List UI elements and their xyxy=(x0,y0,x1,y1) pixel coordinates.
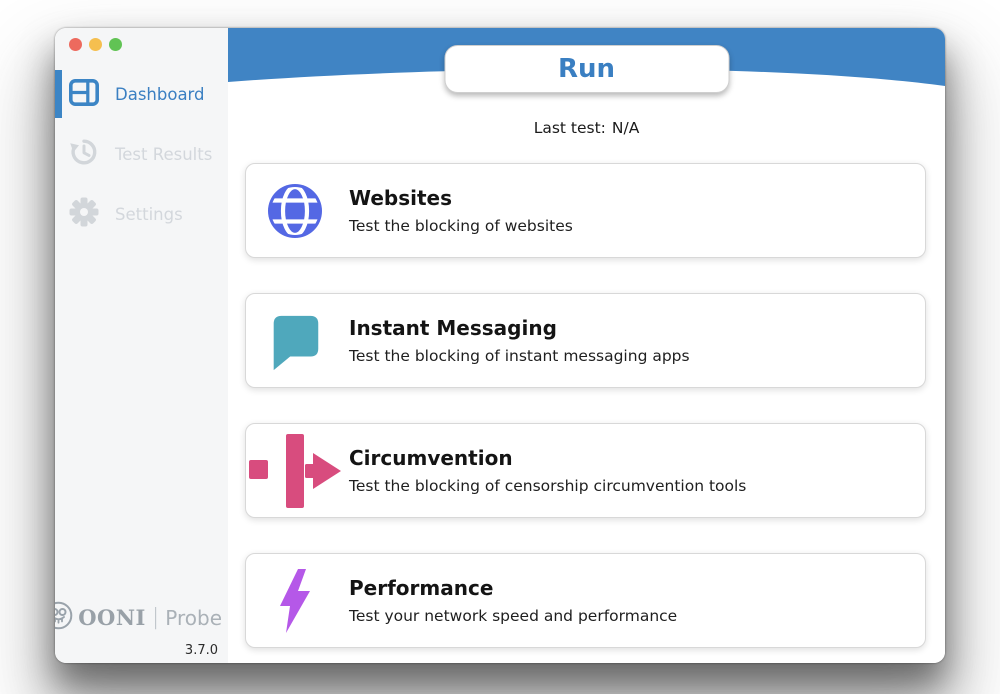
card-title: Websites xyxy=(349,186,453,210)
sidebar-item-label: Dashboard xyxy=(115,84,205,104)
card-description: Test the blocking of censorship circumve… xyxy=(349,477,747,495)
sidebar-item-test-results[interactable]: Test Results xyxy=(55,130,228,178)
app-version: 3.7.0 xyxy=(184,643,218,658)
app-window: Dashboard Test Results xyxy=(55,28,945,663)
sidebar: Dashboard Test Results xyxy=(55,28,228,663)
card-title: Circumvention xyxy=(349,446,513,470)
last-test-value: N/A xyxy=(611,119,640,137)
close-button[interactable] xyxy=(69,38,82,51)
chat-bubble-icon xyxy=(263,304,327,378)
sidebar-item-label: Settings xyxy=(115,204,183,224)
circumvention-icon xyxy=(249,433,341,508)
active-indicator xyxy=(55,70,62,118)
lightning-bolt-icon xyxy=(263,564,327,638)
ooni-logo-icon xyxy=(55,601,73,634)
card-instant-messaging[interactable]: Instant Messaging Test the blocking of i… xyxy=(245,293,926,388)
sidebar-item-settings[interactable]: Settings xyxy=(55,190,228,238)
brand-divider: | xyxy=(151,605,160,630)
card-performance[interactable]: Performance Test your network speed and … xyxy=(245,553,926,648)
card-description: Test the blocking of websites xyxy=(349,217,573,235)
dashboard-icon xyxy=(68,78,99,110)
globe-icon xyxy=(263,174,327,248)
run-button[interactable]: Run xyxy=(444,45,729,93)
history-icon xyxy=(69,137,99,171)
brand-name: OONI xyxy=(78,605,146,630)
brand-block: OONI | Probe 3.7.0 xyxy=(55,601,228,663)
card-websites[interactable]: Websites Test the blocking of websites xyxy=(245,163,926,258)
sidebar-nav: Dashboard Test Results xyxy=(55,70,228,238)
sidebar-item-dashboard[interactable]: Dashboard xyxy=(55,70,228,118)
card-description: Test your network speed and performance xyxy=(349,607,678,625)
card-description: Test the blocking of instant messaging a… xyxy=(349,347,690,365)
card-title: Instant Messaging xyxy=(349,316,557,340)
brand-product: Probe xyxy=(165,605,222,630)
gear-icon xyxy=(69,197,99,231)
test-card-list: Websites Test the blocking of websites I… xyxy=(245,163,926,648)
last-test-status: Last test: N/A xyxy=(228,119,945,137)
sidebar-item-label: Test Results xyxy=(115,144,213,164)
card-circumvention[interactable]: Circumvention Test the blocking of censo… xyxy=(245,423,926,518)
main-content: Run Last test: N/A xyxy=(228,28,945,663)
window-controls xyxy=(55,38,228,51)
run-button-label: Run xyxy=(557,54,616,84)
minimize-button[interactable] xyxy=(89,38,102,51)
card-title: Performance xyxy=(349,576,494,600)
header-band: Run xyxy=(228,28,945,114)
zoom-button[interactable] xyxy=(109,38,122,51)
last-test-label: Last test: xyxy=(533,119,606,137)
